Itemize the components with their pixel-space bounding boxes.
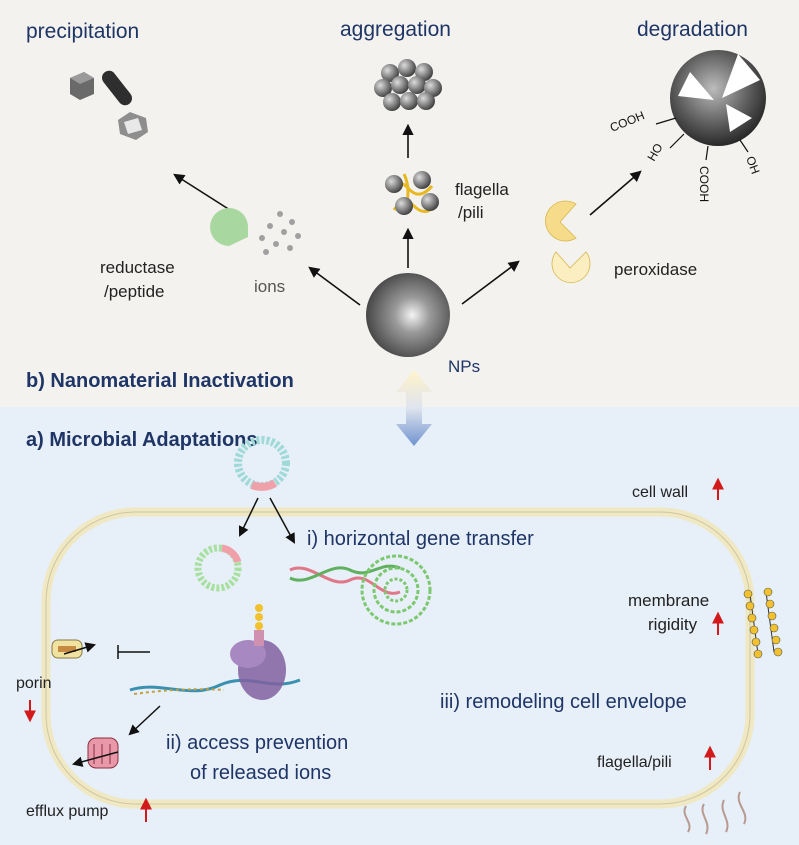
pili-label: /pili xyxy=(458,203,484,222)
aggregated-nanoparticles-icon xyxy=(374,59,442,111)
reductase-enzyme-icon xyxy=(210,208,249,246)
porin-channel-icon xyxy=(51,639,83,659)
lipid-bilayer-icon xyxy=(743,587,783,659)
released-ions-label: of released ions xyxy=(190,762,331,784)
flagella-label: flagella xyxy=(455,180,509,199)
double-arrow-icon xyxy=(396,370,432,446)
peroxidase-label: peroxidase xyxy=(614,260,697,279)
microbial-adaptations-heading: a) Microbial Adaptations xyxy=(26,429,258,451)
efflux-pump-label: efflux pump xyxy=(26,803,109,820)
dna-spiral-icon xyxy=(289,554,432,626)
arrow-to-peroxidase xyxy=(461,260,520,305)
transferred-plasmid-icon xyxy=(194,544,242,592)
flagella-pili-label: flagella/pili xyxy=(597,754,672,771)
bottom-panel-background xyxy=(0,407,799,845)
ribosome-mrna-icon xyxy=(129,604,301,700)
cell-wall-label: cell wall xyxy=(632,484,688,501)
flagella-icon xyxy=(683,791,747,835)
membrane-label: membrane xyxy=(628,591,709,610)
released-ions-icon xyxy=(259,211,301,255)
nanomaterial-inactivation-heading: b) Nanomaterial Inactivation xyxy=(26,370,294,392)
peptide-label: /peptide xyxy=(104,282,165,301)
nanoparticle-icon xyxy=(366,273,450,357)
degradation-label: degradation xyxy=(637,18,748,41)
horizontal-gene-transfer-label: i) horizontal gene transfer xyxy=(307,528,534,550)
arrow-to-ions xyxy=(308,266,361,306)
arrow-to-dna xyxy=(269,497,296,544)
arrow-to-plasmid xyxy=(238,497,259,537)
arrow-to-efflux xyxy=(128,705,161,736)
inhibition-symbol xyxy=(117,645,150,659)
arrow-to-precipitation xyxy=(173,173,231,211)
porin-label: porin xyxy=(16,675,52,692)
flagella-bound-nanoparticles-icon xyxy=(384,171,439,215)
functional-group-label: OH xyxy=(743,154,762,176)
precipitate-crystals-icon xyxy=(70,70,148,140)
cell-envelope-edge xyxy=(45,511,751,805)
porin-arrow xyxy=(63,642,97,655)
remodeling-cell-envelope-label: iii) remodeling cell envelope xyxy=(440,691,687,713)
functional-group-label: COOH xyxy=(697,166,711,202)
ions-label: ions xyxy=(254,277,285,296)
access-prevention-label: ii) access prevention xyxy=(166,732,348,754)
efflux-arrow xyxy=(71,751,119,767)
peroxidase-enzyme-top-icon xyxy=(545,200,577,242)
precipitation-label: precipitation xyxy=(26,20,139,43)
rigidity-label: rigidity xyxy=(648,615,698,634)
efflux-pump-icon xyxy=(87,737,119,769)
degraded-nanoparticle-icon xyxy=(655,50,766,161)
reductase-label: reductase xyxy=(100,258,175,277)
arrow-to-degradation xyxy=(589,170,642,216)
nps-label: NPs xyxy=(448,357,480,376)
peroxidase-enzyme-bottom-icon xyxy=(551,251,591,284)
aggregation-label: aggregation xyxy=(340,18,451,41)
plasmid-icon xyxy=(234,436,290,491)
